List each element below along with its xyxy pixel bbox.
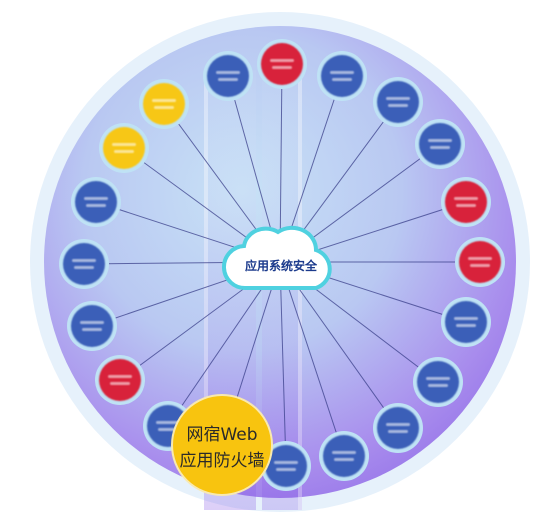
node-circle — [445, 301, 487, 343]
satellite-node — [441, 297, 491, 347]
node-circle — [377, 407, 419, 449]
node-circle — [445, 181, 487, 223]
blurred-text — [456, 204, 476, 207]
blurred-text — [84, 197, 108, 200]
satellite-node — [99, 123, 149, 173]
blurred-text — [468, 257, 492, 260]
blurred-text — [428, 384, 448, 387]
blurred-text — [114, 150, 134, 153]
blurred-text — [386, 97, 410, 100]
blurred-text — [428, 139, 452, 142]
satellite-nodes — [59, 39, 505, 491]
light-beam-edge — [204, 70, 208, 490]
blurred-text — [86, 204, 106, 207]
blurred-text — [388, 430, 408, 433]
highlight-label-line1: 网宿Web — [186, 425, 257, 445]
node-circle — [419, 123, 461, 165]
blurred-text — [386, 423, 410, 426]
node-circle — [323, 435, 365, 477]
blurred-text — [274, 461, 298, 464]
blurred-text — [72, 259, 96, 262]
blurred-text — [426, 377, 450, 380]
hub-cloud: 应用系统安全 — [222, 225, 332, 291]
blurred-text — [272, 66, 292, 69]
satellite-node — [373, 403, 423, 453]
blurred-text — [330, 71, 354, 74]
blurred-text — [108, 375, 132, 378]
satellite-node — [139, 79, 189, 129]
satellite-node — [413, 357, 463, 407]
blurred-text — [430, 146, 450, 149]
blurred-text — [158, 428, 178, 431]
satellite-node — [415, 119, 465, 169]
node-circle — [321, 55, 363, 97]
blurred-text — [454, 197, 478, 200]
highlight-circle — [171, 394, 273, 496]
blurred-text — [276, 468, 296, 471]
blurred-text — [270, 59, 294, 62]
spoke-line — [279, 261, 345, 457]
blurred-text — [332, 78, 352, 81]
blurred-text — [156, 421, 180, 424]
highlight-node: 网宿Web 应用防火墙 — [171, 394, 273, 496]
hub-label: 应用系统安全 — [245, 258, 318, 273]
blurred-text — [456, 324, 476, 327]
spoke-line — [279, 261, 287, 467]
node-circle — [103, 127, 145, 169]
satellite-node — [441, 177, 491, 227]
blurred-text — [154, 106, 174, 109]
blurred-text — [388, 104, 408, 107]
node-circle — [377, 81, 419, 123]
blurred-text — [152, 99, 176, 102]
node-circle — [143, 83, 185, 125]
node-circle — [63, 243, 105, 285]
satellite-node — [455, 237, 505, 287]
blurred-text — [110, 382, 130, 385]
node-circle — [261, 43, 303, 85]
node-circle — [459, 241, 501, 283]
node-circle — [99, 359, 141, 401]
cloud-icon — [222, 225, 332, 291]
satellite-node — [59, 239, 109, 289]
blurred-text — [454, 317, 478, 320]
blurred-text — [218, 78, 238, 81]
blurred-text — [334, 458, 354, 461]
blurred-text — [74, 266, 94, 269]
node-circle — [265, 445, 307, 487]
satellite-node — [203, 51, 253, 101]
blurred-text — [112, 143, 136, 146]
highlight-label-line2: 应用防火墙 — [180, 451, 265, 471]
satellite-node — [257, 39, 307, 89]
node-circle — [75, 181, 117, 223]
satellite-node — [95, 355, 145, 405]
satellite-node — [71, 177, 121, 227]
node-circle — [207, 55, 249, 97]
satellite-node — [261, 441, 311, 491]
blurred-text — [470, 264, 490, 267]
node-circle — [71, 305, 113, 347]
blurred-text — [216, 71, 240, 74]
satellite-node — [317, 51, 367, 101]
blurred-text — [80, 321, 104, 324]
blurred-text — [82, 328, 102, 331]
node-circle — [417, 361, 459, 403]
satellite-node — [319, 431, 369, 481]
blurred-text — [332, 451, 356, 454]
satellite-node — [373, 77, 423, 127]
satellite-node — [67, 301, 117, 351]
